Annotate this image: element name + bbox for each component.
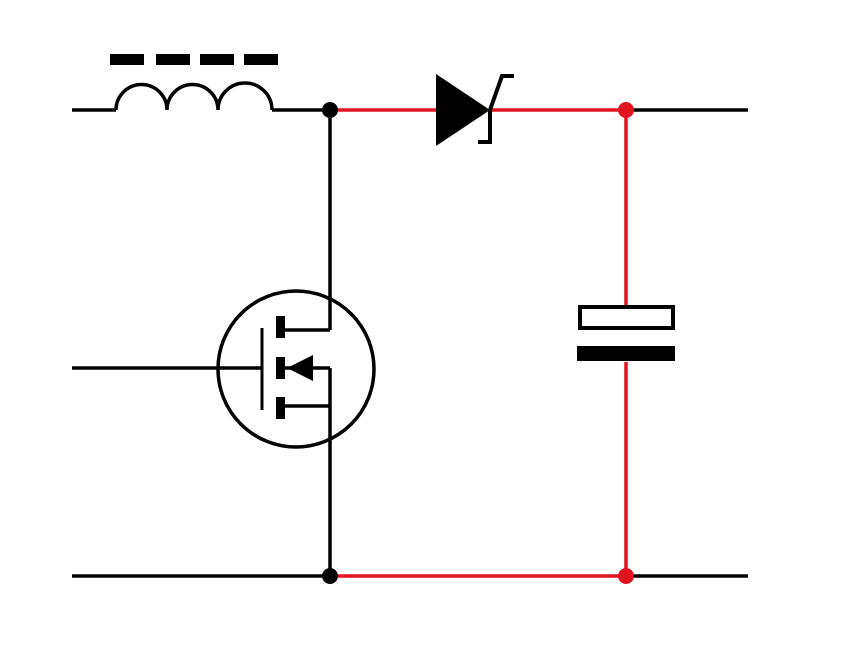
capacitor-negative-plate (577, 346, 675, 361)
diode-cathode-bar (478, 74, 514, 144)
inductor-coil (114, 81, 274, 111)
mosfet-icon (216, 289, 376, 449)
mosfet-body-circle (216, 289, 376, 449)
output-ground-node-dot (618, 568, 634, 584)
mosfet-channel-segments (276, 316, 285, 419)
inductor-icon (110, 54, 278, 111)
switch-node-dot (322, 102, 338, 118)
diode-triangle (436, 74, 490, 146)
inductor-core (110, 54, 278, 65)
mosfet-arrow (287, 355, 313, 381)
highlighted-path (330, 108, 628, 578)
schottky-diode-icon (436, 74, 514, 146)
capacitor-positive-plate (578, 305, 675, 330)
output-node-dot (618, 102, 634, 118)
junction-dots (322, 102, 634, 584)
ground-node-dot (322, 568, 338, 584)
black-wires (72, 108, 748, 578)
capacitor-icon (577, 305, 675, 361)
